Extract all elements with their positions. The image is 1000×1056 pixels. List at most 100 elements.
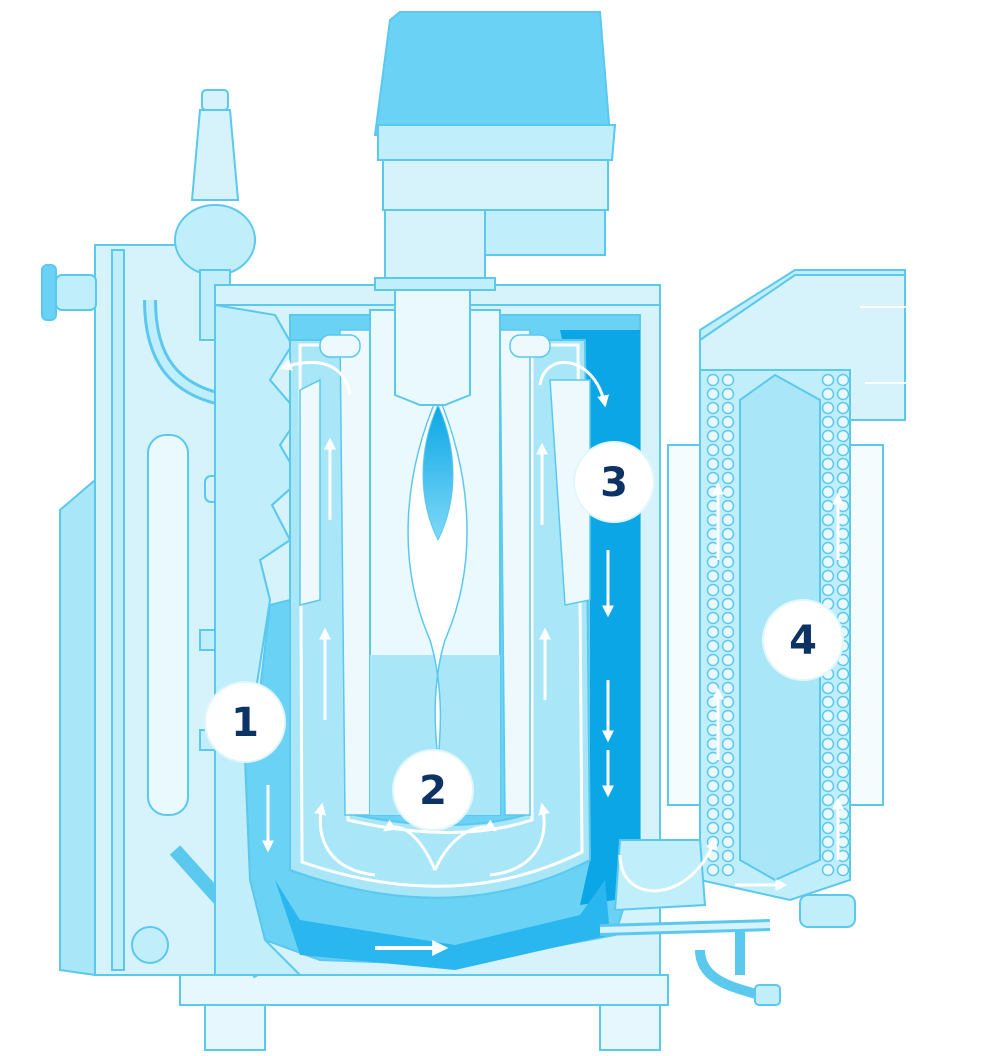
economizer-tube-left-21-1: [721, 667, 735, 681]
economizer-tube-right-14-1: [836, 569, 850, 583]
panel-rail: [111, 249, 125, 971]
economizer-tube-left-4-0: [706, 429, 720, 443]
economizer-tube-left-13-0: [706, 555, 720, 569]
safety-valve-spring-housing: [190, 109, 240, 201]
economizer-tube-right-22-0: [821, 681, 835, 695]
valve-handwheel: [41, 264, 57, 321]
economizer-tube-left-16-0: [706, 597, 720, 611]
economizer-tube-left-32-1: [721, 821, 735, 835]
drain-valve: [131, 926, 169, 964]
economizer-tube-left-26-1: [721, 737, 735, 751]
economizer-tube-right-15-1: [836, 583, 850, 597]
economizer-tube-left-35-0: [706, 863, 720, 877]
economizer-tube-right-16-1: [836, 597, 850, 611]
label-badge-4-text: 4: [789, 618, 817, 664]
pump-body: [799, 894, 856, 928]
economizer-tube-right-4-1: [836, 429, 850, 443]
economizer-side-panel-left: [667, 444, 705, 806]
flow-arrow-inner-turn-left: [314, 802, 376, 877]
economizer-tube-left-28-1: [721, 765, 735, 779]
economizer-tube-right-7-1: [836, 471, 850, 485]
left-control-panel: [41, 244, 267, 979]
economizer-tube-right-10-0: [821, 513, 835, 527]
economizer-tube-left-12-1: [721, 541, 735, 555]
economizer-tube-left-16-1: [721, 597, 735, 611]
economizer-tube-right-27-0: [821, 751, 835, 765]
economizer-tube-right-29-0: [821, 779, 835, 793]
economizer-tube-right-30-0: [821, 793, 835, 807]
economizer-tube-right-13-1: [836, 555, 850, 569]
burner-head-flange: [374, 277, 496, 291]
economizer-tube-left-8-1: [721, 485, 735, 499]
economizer-tube-left-0-0: [706, 373, 720, 387]
insulation-left: [299, 378, 321, 606]
economizer-tube-right-2-1: [836, 401, 850, 415]
economizer-tube-right-24-1: [836, 709, 850, 723]
economizer-tube-left-1-0: [706, 387, 720, 401]
economizer-tube-right-29-1: [836, 779, 850, 793]
flow-arrow-inner-turn-mid-left: [383, 819, 437, 871]
economizer-tube-left-24-1: [721, 709, 735, 723]
economizer-tube-left-6-1: [721, 457, 735, 471]
insulation-inner-left: [339, 329, 371, 816]
economizer-tube-left-33-1: [721, 835, 735, 849]
economizer-tube-right-32-0: [821, 821, 835, 835]
economizer-tube-left-4-1: [721, 429, 735, 443]
burner-fan-cap: [377, 124, 617, 161]
label-badge-3-text: 3: [600, 460, 628, 506]
water-bottom-channel: [275, 880, 610, 970]
insulation-right: [549, 379, 591, 606]
economizer-tube-right-2-0: [821, 401, 835, 415]
insulation-top-right: [509, 334, 551, 358]
base-leg-right: [599, 1004, 661, 1051]
economizer-tube-right-26-1: [836, 737, 850, 751]
return-pipe-fitting: [754, 984, 781, 1006]
economizer-tube-left-1-1: [721, 387, 735, 401]
label-badge-3: 3: [573, 441, 655, 523]
burner-flame-core: [422, 403, 454, 542]
economizer-tube-left-21-0: [706, 667, 720, 681]
insulation-lining: [299, 329, 591, 816]
economizer-tube-right-3-1: [836, 415, 850, 429]
economizer-tube-left-18-0: [706, 625, 720, 639]
economizer-tube-right-28-1: [836, 765, 850, 779]
economizer-tube-right-9-0: [821, 499, 835, 513]
economizer-tube-right-24-0: [821, 709, 835, 723]
burner-neck: [384, 209, 486, 281]
exhaust-arrows: [860, 307, 995, 383]
gauge-glass: [147, 434, 189, 816]
flow-arrow-inner-turn-right: [489, 802, 550, 877]
economizer-tube-right-28-0: [821, 765, 835, 779]
burner-motor: [382, 159, 609, 211]
economizer-tube-right-35-1: [836, 863, 850, 877]
burner-assembly: [373, 11, 617, 406]
economizer-tube-left-0-1: [721, 373, 735, 387]
front-door-panel: [59, 477, 96, 977]
economizer-tube-left-9-1: [721, 499, 735, 513]
return-piping: [599, 894, 856, 1006]
economizer-tube-coils-right: [821, 373, 850, 877]
economizer-tube-right-0-1: [836, 373, 850, 387]
economizer-tube-left-17-1: [721, 611, 735, 625]
economizer-tube-right-33-0: [821, 835, 835, 849]
base-plinth: [179, 974, 669, 1006]
valve-body-left: [55, 274, 97, 311]
economizer-tube-left-10-1: [721, 513, 735, 527]
feed-pipe-inner: [146, 299, 226, 404]
economizer-tube-right-6-1: [836, 457, 850, 471]
economizer-tube-left-15-0: [706, 583, 720, 597]
economizer-tube-right-5-0: [821, 443, 835, 457]
economizer-tube-left-6-0: [706, 457, 720, 471]
return-pipe-main-inner: [599, 922, 771, 933]
base-leg-left: [204, 1004, 266, 1051]
insulation-top-left: [319, 334, 361, 358]
insulation-inner-right: [499, 329, 531, 816]
economizer-tube-right-35-0: [821, 863, 835, 877]
economizer-tube-right-6-0: [821, 457, 835, 471]
flow-arrow-top-turn-right: [538, 360, 609, 408]
flow-arrow-top-turn-left: [279, 359, 352, 396]
economizer-tube-right-22-1: [836, 681, 850, 695]
economizer-tube-right-7-0: [821, 471, 835, 485]
economizer-tube-left-3-0: [706, 415, 720, 429]
economizer-tube-right-1-0: [821, 387, 835, 401]
